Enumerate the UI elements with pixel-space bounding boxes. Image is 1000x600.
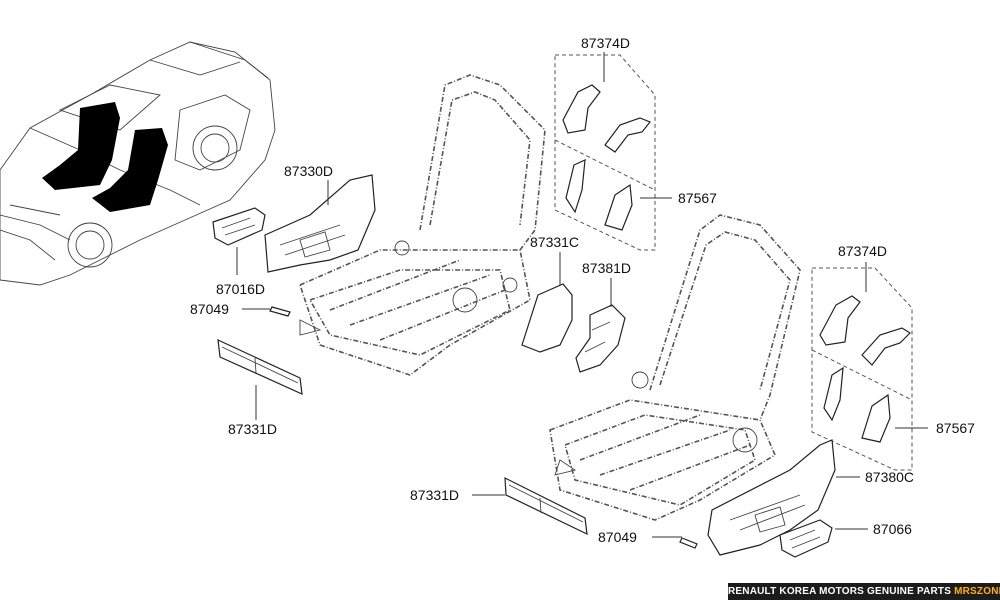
part-87380C-side-shield [707,439,836,556]
callout-87374D-right: 87374D [838,243,887,259]
callout-87381D: 87381D [582,260,631,276]
callout-87380C: 87380C [865,469,914,485]
callout-87066: 87066 [873,521,912,537]
callout-87016D: 87016D [216,281,265,297]
part-87016D-switch [212,207,266,246]
part-87374D-trim-right-b [861,327,911,366]
seat-silhouette-front [42,102,120,190]
parts-group-right [811,267,913,471]
leader-lines [236,52,928,538]
footer-brand: MRSZONE [954,586,1000,597]
part-87331D-cover-left [217,339,303,395]
part-87567-bracket-b [604,183,633,231]
seat-frame-left [299,74,546,376]
part-87331D-cover-right [504,476,588,536]
callout-87567-top: 87567 [678,190,717,206]
callout-87331D-right: 87331D [410,487,459,503]
part-87374D-trim-upper-b [604,117,651,153]
part-87330D-side-shield [264,174,376,273]
part-87049-screw-left [269,306,291,317]
seat-frame-right [549,214,801,521]
parts-group-top [554,54,656,251]
callout-87567-right: 87567 [936,420,975,436]
part-87567-bracket-right-b [861,393,891,443]
part-87374D-trim-right-a [819,295,861,346]
part-87381D-bracket [575,304,626,373]
part-87567-bracket-right-a [823,366,844,422]
callout-87331C: 87331C [530,234,579,250]
part-87049-screw-right [679,537,698,549]
callout-87374D-top: 87374D [581,35,630,51]
footer-banner: RENAULT KOREA MOTORS GENUINE PARTS MRSZO… [728,583,1000,600]
seat-silhouette-rear [92,128,168,212]
callout-87049-left: 87049 [190,301,229,317]
callout-87049-right: 87049 [598,529,637,545]
part-87567-bracket-a [565,159,586,214]
part-87331C-cover [521,283,573,353]
vehicle-illustration [0,41,276,286]
callout-87331D-left: 87331D [228,421,277,437]
callout-87330D: 87330D [284,163,333,179]
footer-text: RENAULT KOREA MOTORS GENUINE PARTS [728,586,952,597]
part-87374D-trim-upper-a [562,84,601,134]
